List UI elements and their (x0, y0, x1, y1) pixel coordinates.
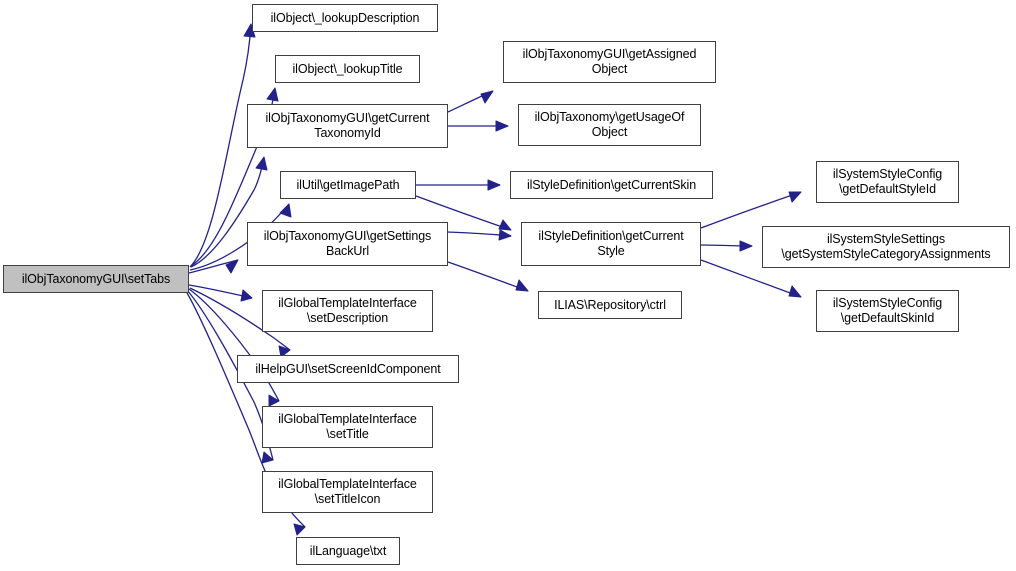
graph-node-label: ilObjTaxonomyGUI\getAssigned Object (522, 47, 697, 76)
graph-node-label: ilStyleDefinition\getCurrentSkin (526, 177, 697, 192)
graph-node[interactable]: ilObjTaxonomyGUI\getCurrent TaxonomyId (247, 104, 448, 148)
graph-node[interactable]: ilSystemStyleSettings \getSystemStyleCat… (762, 226, 1010, 268)
graph-node[interactable]: ilGlobalTemplateInterface \setTitle (262, 406, 433, 448)
arrowhead-icon (255, 156, 268, 171)
call-edge (188, 259, 239, 274)
graph-node[interactable]: ilSystemStyleConfig \getDefaultSkinId (816, 290, 959, 332)
arrowhead-icon (279, 203, 292, 218)
graph-node-label: ilGlobalTemplateInterface \setTitle (278, 412, 417, 441)
arrowhead-icon (268, 394, 280, 407)
graph-node-label: ilStyleDefinition\getCurrent Style (538, 229, 684, 258)
graph-node[interactable]: ilStyleDefinition\getCurrentSkin (510, 171, 713, 199)
graph-node[interactable]: ilStyleDefinition\getCurrent Style (521, 222, 701, 266)
graph-node[interactable]: ilHelpGUI\setScreenIdComponent (237, 355, 459, 383)
arrowhead-icon (261, 451, 274, 464)
graph-node-label: ilLanguage\txt (309, 543, 387, 558)
call-edge (447, 231, 512, 237)
graph-node-label: ilObjTaxonomyGUI\getSettings BackUrl (263, 229, 432, 258)
graph-node-label: ilObject\_lookupDescription (270, 10, 420, 25)
graph-node-root[interactable]: ilObjTaxonomyGUI\setTabs (3, 265, 189, 293)
arrowhead-icon (788, 285, 802, 298)
arrowhead-icon (293, 523, 306, 536)
arrowhead-icon (266, 87, 279, 102)
arrowhead-icon (225, 259, 239, 274)
graph-node-label: ilObjTaxonomyGUI\getCurrent TaxonomyId (265, 111, 430, 140)
graph-node-label: ilGlobalTemplateInterface \setDescriptio… (278, 296, 417, 325)
graph-node[interactable]: ilSystemStyleConfig \getDefaultStyleId (816, 161, 959, 203)
graph-node-label: ilGlobalTemplateInterface \setTitleIcon (278, 477, 417, 506)
graph-node-label: ilSystemStyleConfig \getDefaultStyleId (832, 167, 943, 196)
graph-node[interactable]: ilObject\_lookupTitle (275, 55, 420, 83)
graph-node-label: ilObjTaxonomy\getUsageOf Object (534, 110, 685, 139)
arrowhead-icon (240, 289, 253, 302)
graph-node-label: ilUtil\getImagePath (296, 177, 400, 192)
graph-node[interactable]: ilUtil\getImagePath (280, 171, 416, 199)
call-edge (447, 90, 494, 113)
call-edge (188, 284, 253, 299)
graph-node[interactable]: ilGlobalTemplateInterface \setDescriptio… (262, 290, 433, 332)
arrowhead-icon (498, 219, 512, 231)
graph-node-label: ILIAS\Repository\ctrl (554, 297, 666, 312)
graph-node-label: ilSystemStyleSettings \getSystemStyleCat… (781, 232, 991, 261)
arrowhead-icon (739, 240, 753, 252)
graph-node[interactable]: ilObject\_lookupDescription (252, 4, 438, 32)
arrowhead-icon (495, 120, 509, 132)
graph-node[interactable]: ilObjTaxonomyGUI\getSettings BackUrl (247, 222, 448, 266)
graph-node[interactable]: ILIAS\Repository\ctrl (538, 291, 682, 319)
call-edge (700, 244, 753, 247)
call-edge (700, 191, 802, 229)
call-edge (189, 23, 252, 268)
arrowhead-icon (498, 229, 512, 241)
arrowhead-icon (515, 279, 529, 292)
graph-node[interactable]: ilLanguage\txt (296, 537, 400, 565)
graph-node[interactable]: ilGlobalTemplateInterface \setTitleIcon (262, 471, 433, 513)
graph-node[interactable]: ilObjTaxonomyGUI\getAssigned Object (503, 41, 716, 83)
arrowhead-icon (487, 179, 501, 191)
graph-node-label: ilSystemStyleConfig \getDefaultSkinId (832, 296, 943, 325)
arrowhead-icon (788, 191, 802, 203)
graph-node-label: ilHelpGUI\setScreenIdComponent (255, 361, 441, 376)
graph-node[interactable]: ilObjTaxonomy\getUsageOf Object (518, 104, 701, 146)
call-edge (447, 261, 529, 292)
arrowhead-icon (480, 90, 494, 104)
graph-node-label: ilObjTaxonomyGUI\setTabs (21, 271, 171, 286)
graph-node-label: ilObject\_lookupTitle (292, 61, 403, 76)
